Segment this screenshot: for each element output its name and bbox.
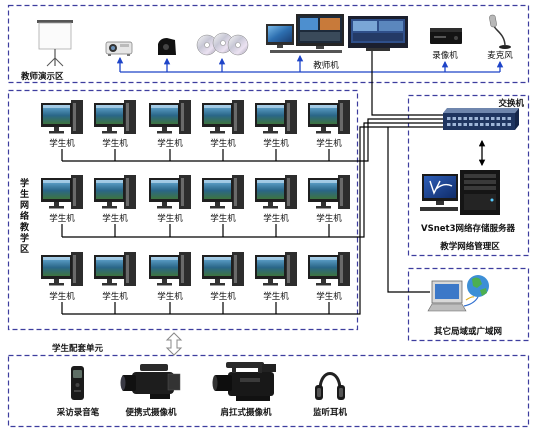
student-computer-label: 学生机 (210, 291, 236, 302)
student-computer-icon (149, 175, 191, 209)
student-computer-label: 学生机 (316, 138, 342, 149)
student-computer-label: 学生机 (157, 291, 183, 302)
student-computer-icon (308, 252, 350, 286)
student-computer-icon (255, 252, 297, 286)
voice-recorder-pen-label: 采访录音笔 (56, 407, 100, 418)
student-computer-icon (308, 175, 350, 209)
video-recorder-icon (430, 28, 462, 44)
student-computer-label: 学生机 (263, 138, 289, 149)
camera-icon (158, 38, 176, 55)
projection-screen-icon (37, 20, 73, 67)
switch-label: 交换机 (498, 98, 524, 109)
network-cabling (62, 51, 443, 315)
student-computer-icon (255, 100, 297, 134)
projector-icon (105, 41, 133, 56)
wan-area (407, 267, 530, 342)
management-area (407, 94, 530, 257)
av-link-bus (116, 54, 504, 73)
dvd-discs-icon (196, 32, 249, 56)
student-kit-title: 学生配套单元 (52, 343, 104, 354)
microphone-icon (489, 14, 511, 49)
student-computer-label: 学生机 (316, 213, 342, 224)
student-computer-icon (94, 175, 136, 209)
student-computer-icon (308, 100, 350, 134)
headphones-label: 监听耳机 (313, 407, 348, 418)
student-computer-icon (255, 175, 297, 209)
student-computer-label: 学生机 (210, 213, 236, 224)
storage-server-icon (420, 170, 500, 215)
teacher-workstation-icon (266, 14, 408, 53)
student-computer-icon (202, 100, 244, 134)
wan-area-title: 其它局域或广域网 (434, 326, 502, 337)
management-area-title: 教学网络管理区 (439, 241, 500, 252)
headphones-icon (315, 372, 345, 400)
student-computer-icon (202, 252, 244, 286)
student-computer-icon (41, 100, 83, 134)
student-computer-icon (94, 252, 136, 286)
handheld-camcorder-label: 便携式摄像机 (125, 407, 177, 418)
student-kit-double-arrow (165, 332, 183, 356)
student-computer-label: 学生机 (263, 291, 289, 302)
student-computer-label: 学生机 (210, 138, 236, 149)
student-computer-label: 学生机 (102, 291, 128, 302)
student-computer-label: 学生机 (49, 138, 75, 149)
student-computer-label: 学生机 (157, 213, 183, 224)
student-computer-label: 学生机 (49, 291, 75, 302)
student-computer-label: 学生机 (157, 138, 183, 149)
voice-recorder-pen-icon (71, 366, 84, 400)
teacher-demo-area-title: 教师演示区 (20, 71, 64, 82)
student-computer-icon (202, 175, 244, 209)
student-computer-label: 学生机 (102, 213, 128, 224)
student-computer-icon (41, 252, 83, 286)
student-computer-icon (41, 175, 83, 209)
network-computer-globe-icon (427, 275, 489, 312)
shoulder-camcorder-icon (212, 362, 276, 401)
microphone-label: 麦克风 (487, 50, 513, 61)
teacher-machine-label: 教师机 (313, 60, 339, 71)
student-computer-icon (94, 100, 136, 134)
shoulder-camcorder-label: 肩扛式摄像机 (220, 407, 272, 418)
student-teaching-area (7, 89, 359, 331)
student-kit-area (7, 354, 530, 428)
network-switch-icon (443, 108, 519, 130)
student-computer-label: 学生机 (316, 291, 342, 302)
student-computer-label: 学生机 (263, 213, 289, 224)
handheld-camcorder-icon (120, 364, 181, 399)
student-computer-icon (149, 100, 191, 134)
teacher-demo-area (7, 4, 530, 84)
storage-server-label: VSnet3网络存储服务器 (421, 223, 515, 234)
video-recorder-label: 录像机 (432, 50, 458, 61)
student-computer-label: 学生机 (102, 138, 128, 149)
student-computer-icon (149, 252, 191, 286)
student-computer-grid: 学生机学生机学生机学生机学生机学生机学生机学生机学生机学生机学生机学生机学生机学… (41, 100, 350, 314)
student-computer-label: 学生机 (49, 213, 75, 224)
student-area-title: 学生网络教学区 (18, 178, 28, 255)
